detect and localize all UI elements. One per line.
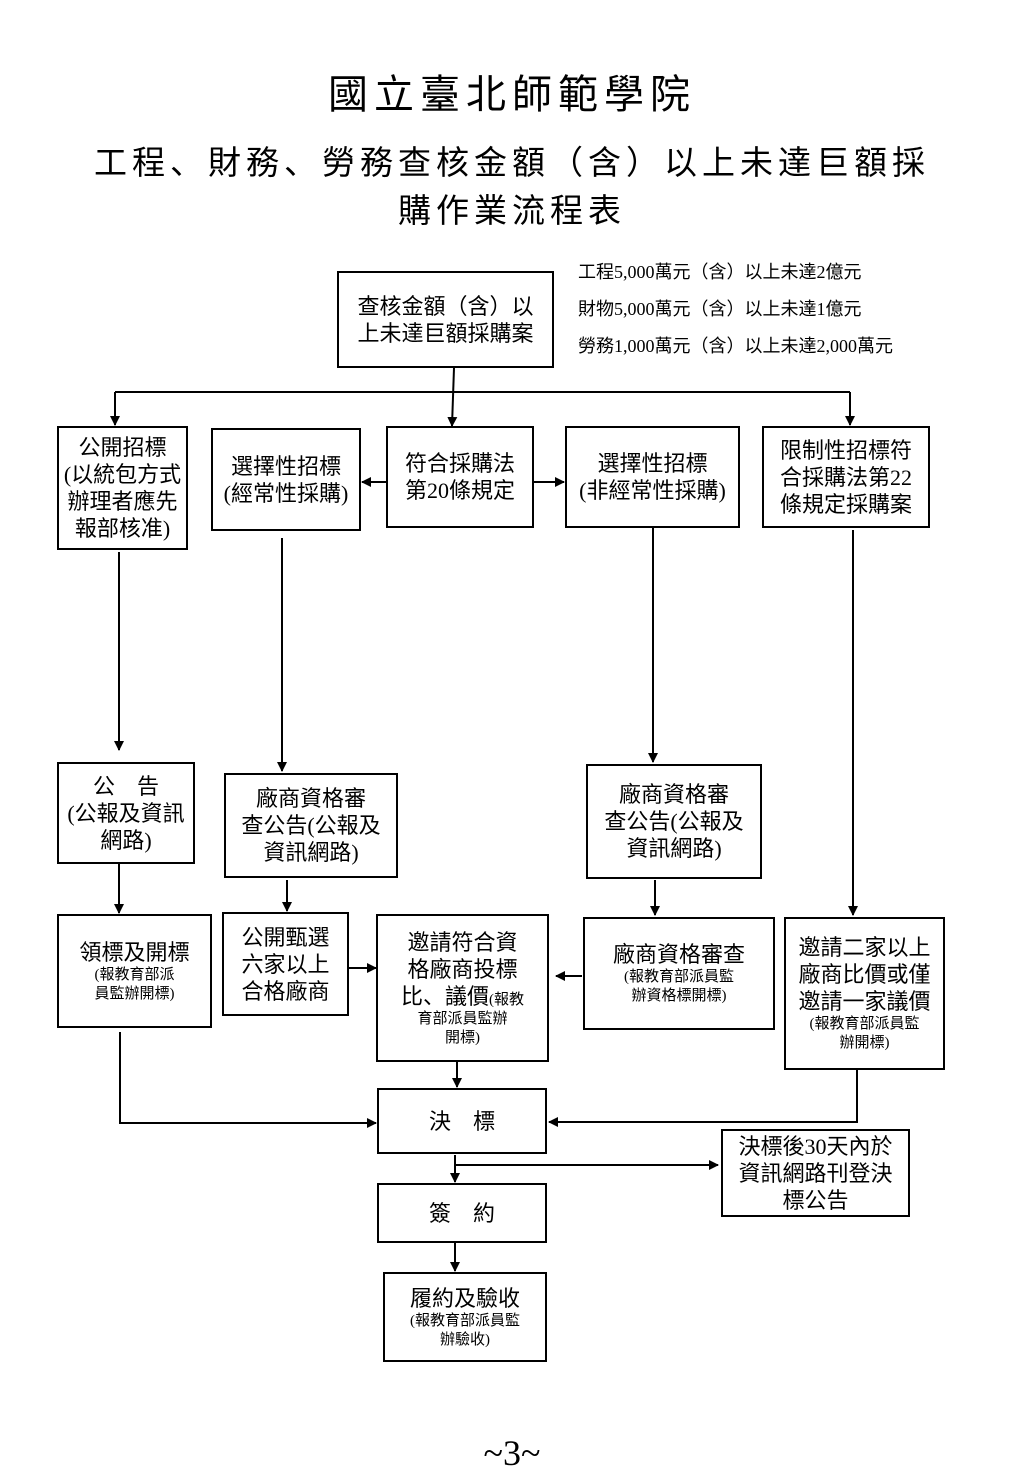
node-open-tender-label: 公開招標 (以統包方式 辦理者應先 報部核准) <box>63 435 182 541</box>
node-award: 決 標 <box>377 1088 547 1154</box>
node-restricted-label: 限制性招標符 合採購法第22 條規定採購案 <box>779 437 912 517</box>
subtitle-line-1: 工程、財務、勞務查核金額（含）以上未達巨額採 <box>94 146 930 182</box>
node-select-six: 公開甄選 六家以上 合格廠商 <box>222 912 349 1016</box>
subtitle-line-2: 購作業流程表 <box>398 194 626 230</box>
node-qual-notice-right: 廠商資格審 查公告(公報及 資訊網路) <box>586 764 762 879</box>
page-title: 國立臺北師範學院 <box>328 72 696 117</box>
node-start-label: 查核金額（含）以 上未達巨額採購案 <box>357 293 534 346</box>
connector-start-to-article20 <box>447 367 458 427</box>
node-announce-label: 公 告 (公報及資訊 網路) <box>67 773 185 853</box>
node-invite-main: 邀請符合資 格廠商投標 比、議價 <box>400 929 518 1009</box>
node-open-bid-note: (報教育部派 員監辦開標) <box>94 966 175 1002</box>
node-invite-two-note: (報教育部派員監 辦開標) <box>809 1016 920 1051</box>
node-award-publish-label: 決標後30天內於 資訊網路刊登決 標公告 <box>738 1133 893 1213</box>
node-open-tender: 公開招標 (以統包方式 辦理者應先 報部核准) <box>57 426 188 550</box>
node-start: 查核金額（含）以 上未達巨額採購案 <box>337 271 554 368</box>
threshold-services: 勞務1,000萬元（含）以上未達2,000萬元 <box>578 336 893 356</box>
connector-invitetwo-to-award <box>548 1070 858 1127</box>
node-award-label: 決 標 <box>428 1108 495 1134</box>
node-qual-review-label: 廠商資格審查 <box>612 942 745 967</box>
threshold-goods: 財物5,000萬元（含）以上未達1億元 <box>578 299 862 319</box>
node-award-publish: 決標後30天內於 資訊網路刊登決 標公告 <box>721 1129 910 1217</box>
node-contract: 簽 約 <box>377 1183 547 1243</box>
node-invite: 邀請符合資 格廠商投標 比、議價(報教 育部派員監辦 開標) <box>376 914 549 1062</box>
node-qual-notice-left: 廠商資格審 查公告(公報及 資訊網路) <box>224 773 398 878</box>
node-qual-notice-left-label: 廠商資格審 查公告(公報及 資訊網路) <box>241 786 381 865</box>
node-qual-notice-right-label: 廠商資格審 查公告(公報及 資訊網路) <box>604 782 744 861</box>
node-qual-review: 廠商資格審查 (報教育部派員監 辦資格標開標) <box>583 917 775 1030</box>
page-subtitle: 工程、財務、勞務查核金額（含）以上未達巨額採 購作業流程表 <box>60 140 964 236</box>
node-open-bid: 領標及開標 (報教育部派 員監辦開標) <box>57 914 212 1028</box>
node-selective-nonregular: 選擇性招標 (非經常性採購) <box>565 426 740 528</box>
node-selective-regular-label: 選擇性招標 (經常性採購) <box>223 453 349 506</box>
node-open-bid-label: 領標及開標 <box>79 939 190 965</box>
node-acceptance-label: 履約及驗收 <box>409 1285 520 1311</box>
node-invite-label: 邀請符合資 格廠商投標 比、議價(報教 <box>401 929 524 1010</box>
node-acceptance: 履約及驗收 (報教育部派員監 辦驗收) <box>383 1272 547 1362</box>
node-article20-label: 符合採購法 第20條規定 <box>404 451 515 503</box>
connector-openbid-to-award <box>119 1032 377 1128</box>
node-announce: 公 告 (公報及資訊 網路) <box>57 762 195 864</box>
threshold-engineering: 工程5,000萬元（含）以上未達2億元 <box>578 262 862 282</box>
node-invite-two: 邀請二家以上 廠商比價或僅 邀請一家議價 (報教育部派員監 辦開標) <box>784 917 945 1070</box>
node-contract-label: 簽 約 <box>428 1200 495 1226</box>
node-invite-two-label: 邀請二家以上 廠商比價或僅 邀請一家議價 <box>798 935 931 1014</box>
node-qual-review-note: (報教育部派員監 辦資格標開標) <box>624 969 734 1004</box>
node-invite-note-inline: (報教 <box>489 991 524 1008</box>
node-restricted: 限制性招標符 合採購法第22 條規定採購案 <box>762 426 930 528</box>
node-acceptance-note: (報教育部派員監 辦驗收) <box>410 1312 520 1348</box>
page-number: ~3~ <box>483 1433 541 1473</box>
node-invite-note: 育部派員監辦 開標) <box>417 1010 508 1046</box>
node-selective-regular: 選擇性招標 (經常性採購) <box>211 428 361 531</box>
node-article20: 符合採購法 第20條規定 <box>386 426 534 528</box>
node-selective-nonregular-label: 選擇性招標 (非經常性採購) <box>579 451 726 503</box>
node-select-six-label: 公開甄選 六家以上 合格廠商 <box>241 924 330 1004</box>
